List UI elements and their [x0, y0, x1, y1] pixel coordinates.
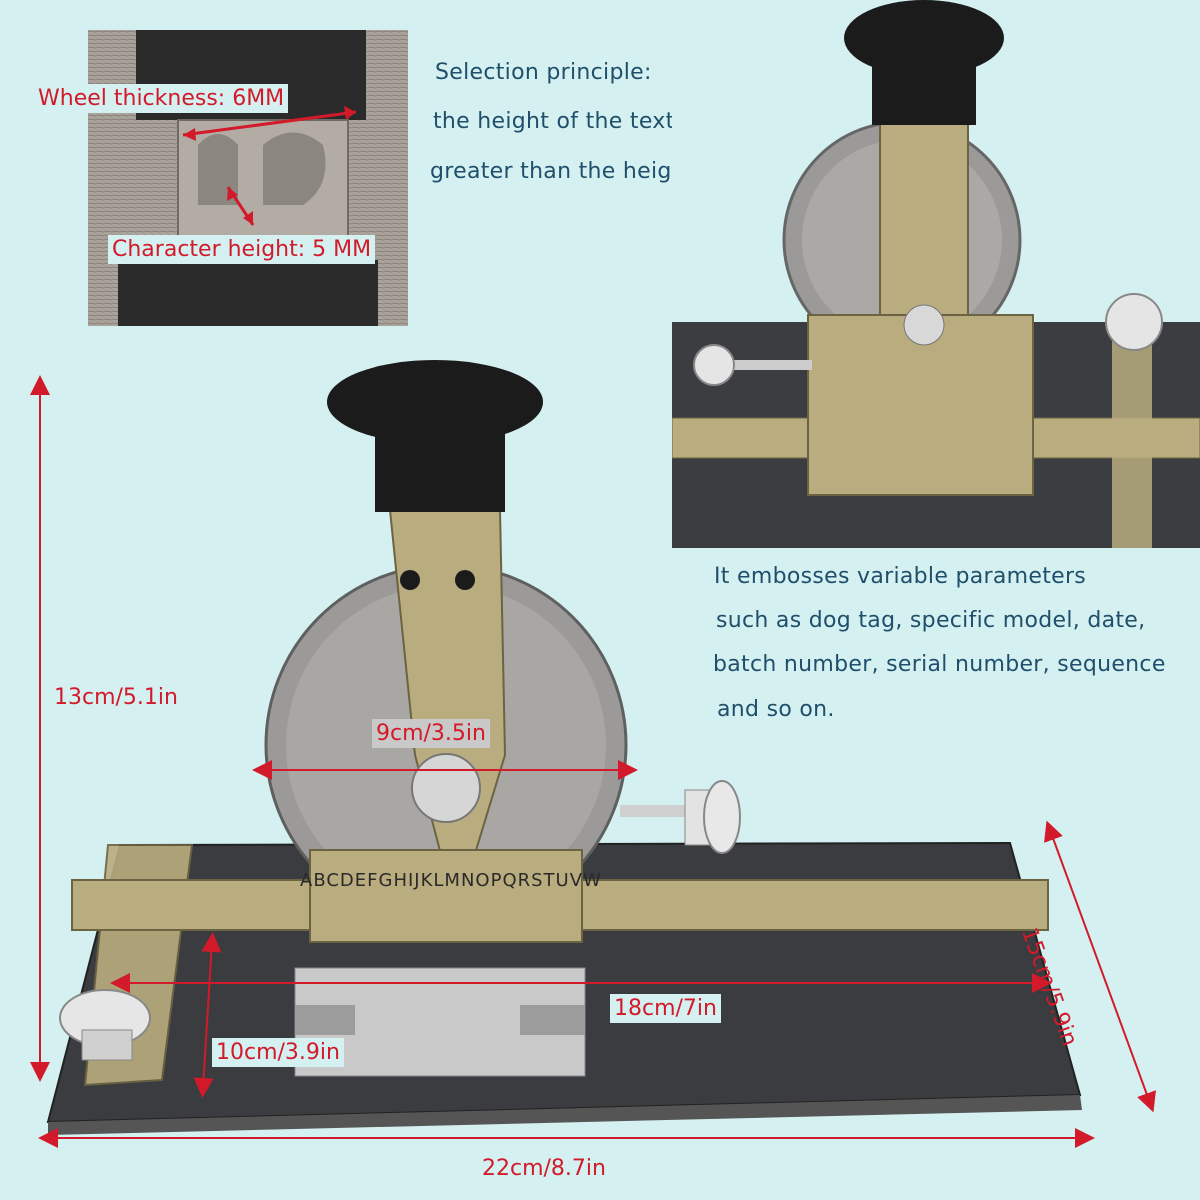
character-closeup-photo	[88, 30, 408, 326]
rail-length-label: 18cm/7in	[610, 994, 721, 1023]
closeup-illustration	[88, 30, 408, 326]
base-width-label: 22cm/8.7in	[478, 1154, 610, 1183]
side-view-photo	[672, 0, 1200, 548]
height-dimension-label: 13cm/5.1in	[50, 683, 182, 712]
wheel-thickness-label: Wheel thickness: 6MM	[34, 84, 289, 113]
usage-line-3: batch number, serial number, sequence	[713, 652, 1166, 677]
character-height-label: Character height: 5 MM	[108, 235, 376, 264]
side-view-illustration	[672, 0, 1200, 548]
selection-line-1: Selection principle:	[435, 60, 652, 85]
wheel-diameter-label: 9cm/3.5in	[372, 719, 490, 748]
wheel-character-ring: ABCDEFGHIJKLMNOPQRSTUVWXYZ 56789/-X.	[300, 870, 600, 891]
usage-line-1: It embosses variable parameters	[714, 564, 1087, 589]
plate-gap-label: 10cm/3.9in	[212, 1038, 344, 1067]
usage-line-2: such as dog tag, specific model, date,	[716, 608, 1146, 633]
usage-line-4: and so on.	[717, 697, 835, 722]
